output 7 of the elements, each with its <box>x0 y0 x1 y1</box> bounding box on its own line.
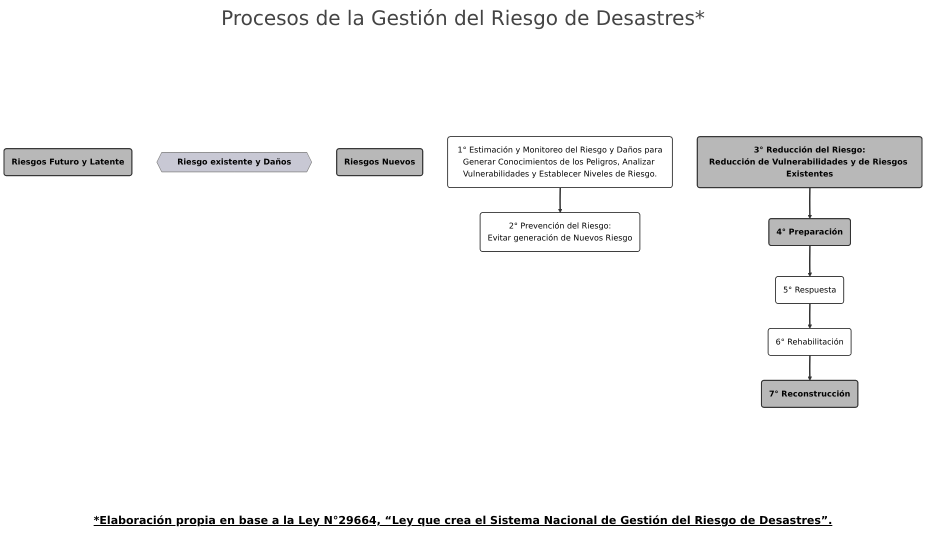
arrow <box>558 188 562 214</box>
arrow <box>808 246 812 277</box>
footnote: *Elaboración propia en base a la Ley N°29664, “Ley que crea el Sistema Nacional de Gestión del Riesgo de Desastres”. <box>92 514 834 527</box>
arrow <box>808 304 812 329</box>
arrow <box>808 188 812 220</box>
arrow <box>808 356 812 381</box>
title: Procesos de la Gestión del Riesgo de Desastres* <box>220 6 706 30</box>
